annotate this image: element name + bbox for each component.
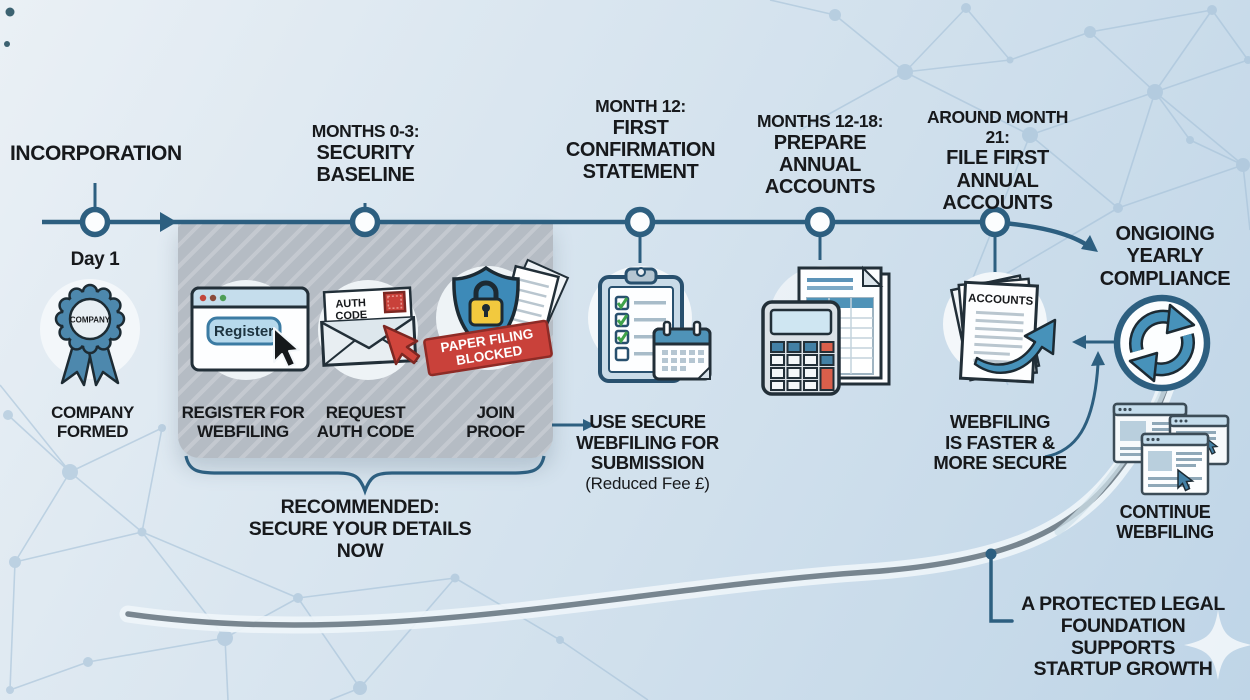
- node-months-12-18: [804, 206, 836, 238]
- timeline-arrowhead-start: [160, 212, 177, 232]
- prepare-accounts-calculator-icon: [761, 265, 891, 396]
- browser-window-front: [1140, 432, 1210, 496]
- corner-dots-top-left: [4, 7, 15, 47]
- box-to-callout-arrow: [552, 419, 595, 431]
- badge-label: COMPANY: [70, 316, 111, 325]
- step-label-request-auth-code: REQUEST AUTH CODE: [316, 403, 415, 442]
- footer-note: A PROTECTED LEGAL FOUNDATION SUPPORTS ST…: [1021, 593, 1225, 681]
- timeline-arrowhead-end: [1081, 235, 1098, 252]
- milestone-title-prepare-accounts: MONTHS 12-18: PREPARE ANNUAL ACCOUNTS: [756, 111, 884, 199]
- file-accounts-papers-icon: ACCOUNTS: [943, 272, 1057, 384]
- calculator-body: [761, 300, 841, 396]
- refresh-arrows: [1128, 303, 1196, 383]
- milestone-title-security-baseline: MONTHS 0-3: SECURITY BASELINE: [311, 121, 420, 186]
- company-formed-badge-icon: COMPANY: [40, 279, 140, 387]
- caption-continue-webfiling: CONTINUE WEBFILING: [1116, 502, 1214, 543]
- join-proof-shield-icon: PAPER FILING BLOCKED: [423, 258, 570, 377]
- node-month-21: [979, 206, 1011, 238]
- checklist-rows: [614, 295, 666, 362]
- register-button: [206, 316, 282, 346]
- recommendation-note: RECOMMENDED: SECURE YOUR DETAILS NOW: [248, 496, 472, 562]
- recommendation-brace: [184, 455, 546, 496]
- auth-code-envelope-icon: AUTH CODE: [318, 280, 421, 380]
- yearly-compliance-refresh-icon: [1113, 294, 1211, 392]
- red-cursor-icon: [382, 324, 421, 366]
- envelope-text-line1: AUTH: [335, 297, 366, 311]
- milestone-title-confirmation-statement: MONTH 12: FIRST CONFIRMATION STATEMENT: [565, 96, 716, 184]
- register-webfiling-icon: Register: [190, 280, 310, 380]
- milestone-title-file-accounts: AROUND MONTH 21: FILE FIRST ANNUAL ACCOU…: [926, 107, 1069, 214]
- cursor-icon: [1177, 468, 1195, 492]
- calendar-icon: [652, 320, 712, 381]
- milestone-day1-label: Day 1: [70, 249, 120, 270]
- step-label-register-webfiling: REGISTER FOR WEBFILING: [181, 403, 305, 442]
- callout-webfiling-faster: WEBFILING IS FASTER & MORE SECURE: [933, 411, 1067, 474]
- webfiling-up-arrow: [1044, 351, 1105, 459]
- milestone-title-incorporation: INCORPORATION: [10, 142, 182, 165]
- padlock-icon: [468, 280, 504, 327]
- register-button-label: Register: [214, 323, 274, 340]
- callout-use-secure-webfiling: USE SECURE WEBFILING FOR SUBMISSION (Red…: [576, 411, 719, 494]
- stamp-icon: [382, 290, 407, 314]
- continue-webfiling-windows-icon: [1112, 402, 1230, 496]
- refresh-to-accounts-arrow: [1072, 335, 1117, 349]
- node-month-12: [624, 206, 656, 238]
- confirmation-statement-clipboard-icon: [588, 266, 712, 383]
- sparkle-icon: [1184, 610, 1250, 680]
- accounts-document-title: ACCOUNTS: [968, 292, 1034, 307]
- step-label-join-proof: JOIN PROOF: [466, 403, 525, 442]
- node-day1: [79, 206, 111, 238]
- caption-company-formed: COMPANY FORMED: [51, 403, 134, 442]
- node-months-0-3: [349, 206, 381, 238]
- cursor-icon: [273, 327, 300, 368]
- footer-note-connector: [985, 548, 1014, 623]
- milestone-title-ongoing-compliance: ONGIOING YEARLY COMPLIANCE: [1099, 223, 1231, 290]
- timeline-nodes: [79, 206, 1011, 238]
- swoosh-arrow-icon: [973, 318, 1057, 374]
